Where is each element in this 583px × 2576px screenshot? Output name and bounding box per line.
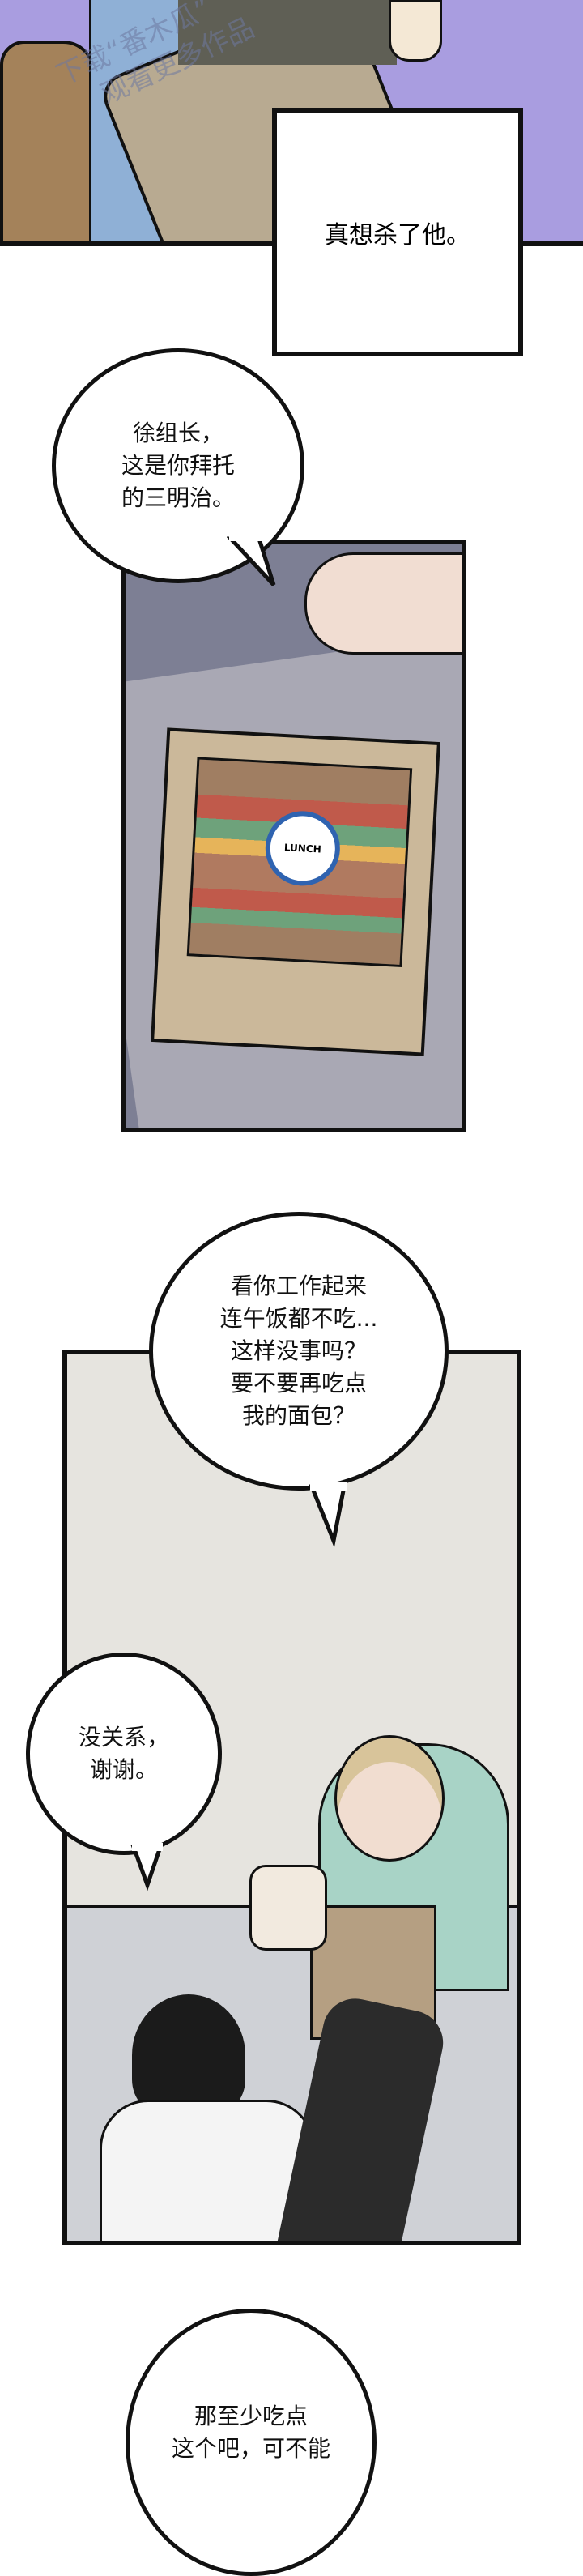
fingers-illustration (304, 552, 462, 655)
bubble-line: 我的面包？ (241, 1402, 355, 1429)
speech-bubble-2: 看你工作起来 连午饭都不吃... 这样没事吗？ 要不要再吃点 我的面包？ (149, 1212, 449, 1491)
bubble-line: 徐组长， (132, 420, 223, 446)
hand-illustration (389, 0, 442, 62)
protagonist-shirt (100, 2100, 315, 2241)
speech-bubble-3: 没关系， 谢谢。 (26, 1653, 222, 1855)
sandwich-box: LUNCH (151, 727, 440, 1056)
protagonist-head (132, 1994, 245, 2116)
panel-3-office (62, 1350, 521, 2245)
bubble-line: 谢谢。 (89, 1756, 158, 1783)
bubble-line: 这是你拜托 (121, 452, 235, 479)
jacket-illustration (178, 0, 397, 65)
caption-text: 真想杀了他。 (325, 220, 470, 249)
speech-bubble-4: 那至少吃点 这个吧，可不能 (126, 2309, 377, 2576)
shoe-illustration (0, 41, 96, 241)
panel-2-sandwich: LUNCH (121, 540, 466, 1132)
bubble-tail-3 (130, 1843, 164, 1891)
bubble-tail-1 (227, 535, 276, 586)
bubble-line: 看你工作起来 (230, 1273, 367, 1299)
bubble-line: 的三明治。 (121, 484, 235, 511)
bubble-tail-2 (309, 1482, 347, 1547)
bubble-line: 连午饭都不吃... (219, 1305, 378, 1332)
bubble-line: 这个吧，可不能 (171, 2435, 330, 2462)
sticker-label: LUNCH (283, 842, 322, 855)
bubble-line: 要不要再吃点 (230, 1370, 367, 1397)
coworker-head (334, 1735, 445, 1862)
caption-box: 真想杀了他。 (272, 108, 523, 356)
bubble-line: 那至少吃点 (194, 2403, 308, 2429)
bubble-line: 没关系， (78, 1724, 169, 1751)
speech-bubble-1: 徐组长， 这是你拜托 的三明治。 (52, 348, 304, 583)
bubble-line: 这样没事吗？ (230, 1337, 367, 1364)
bread-illustration (249, 1865, 327, 1951)
